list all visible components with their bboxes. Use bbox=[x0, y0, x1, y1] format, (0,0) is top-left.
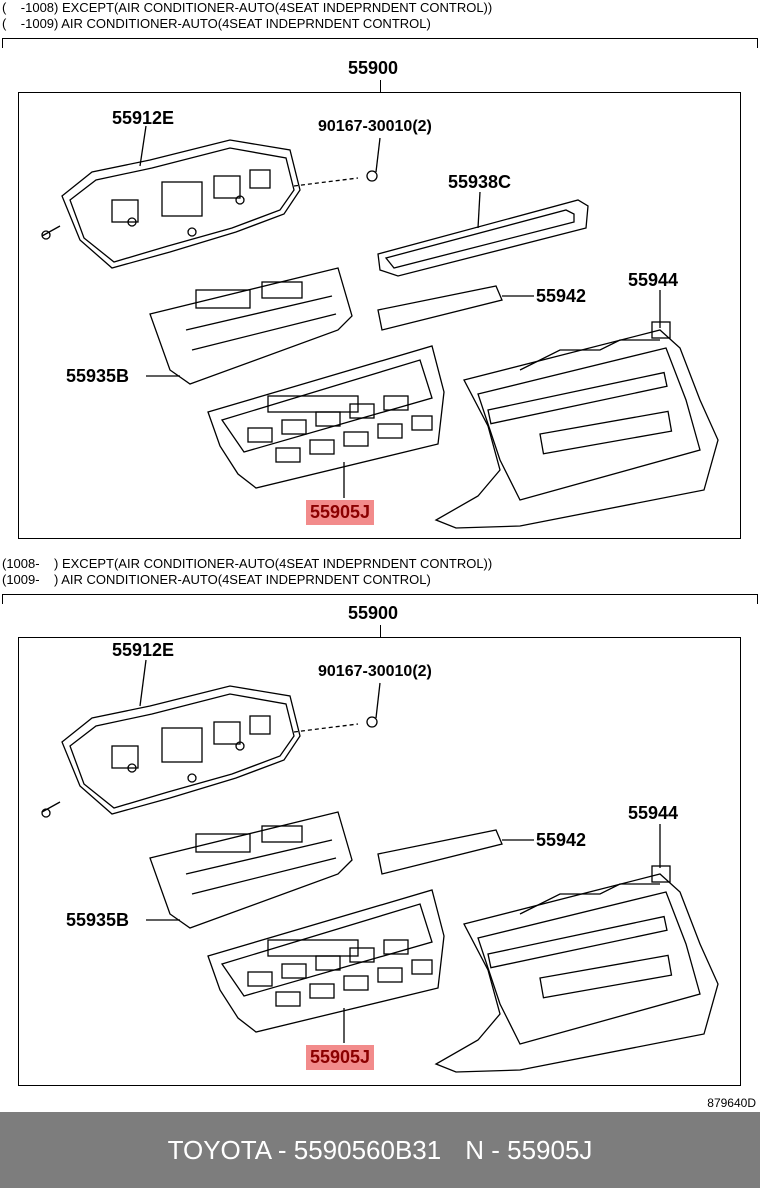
section2-strip-drawing bbox=[377, 829, 503, 875]
section2-label-bracket[interactable]: 55912E bbox=[112, 640, 175, 660]
section2-label-panel[interactable]: 55944 bbox=[628, 803, 679, 823]
section1-bracket-line bbox=[2, 38, 758, 39]
parts-drawing bbox=[41, 125, 719, 1073]
footer-ref: N - 55905J bbox=[465, 1134, 593, 1165]
section1-pcb-drawing bbox=[149, 267, 353, 385]
section1-bracket-drawing bbox=[41, 139, 359, 269]
section2-frame bbox=[18, 637, 741, 1086]
section1-strip-drawing bbox=[377, 285, 503, 331]
figure-code: 879640D bbox=[707, 1096, 756, 1110]
section2-bracket-drawing bbox=[41, 685, 359, 818]
footer-bar: TOYOTA - 5590560B31 N - 55905J bbox=[0, 1112, 760, 1188]
section2-label-pcb[interactable]: 55935B bbox=[66, 910, 130, 930]
section2-label-control-highlighted[interactable]: 55905J bbox=[306, 1045, 375, 1070]
section2-assembly-label[interactable]: 55900 bbox=[348, 603, 399, 623]
section2-label-screw[interactable]: 90167-30010(2) bbox=[318, 663, 432, 680]
section2-note-line1: (1008- ) EXCEPT(AIR CONDITIONER-AUTO(4SE… bbox=[2, 556, 493, 571]
section2-label-strip[interactable]: 55942 bbox=[536, 830, 587, 850]
section1-label-strip[interactable]: 55942 bbox=[536, 286, 587, 306]
section1-label-screw[interactable]: 90167-30010(2) bbox=[318, 118, 432, 135]
footer-brand-part: TOYOTA - 5590560B31 bbox=[167, 1134, 442, 1165]
section1-label-control-highlighted[interactable]: 55905J bbox=[306, 500, 375, 525]
section1-control-drawing bbox=[207, 345, 445, 489]
section1-note-line1: ( -1008) EXCEPT(AIR CONDITIONER-AUTO(4SE… bbox=[2, 0, 493, 15]
section2-pcb-drawing bbox=[149, 811, 353, 929]
section2-bracket-line bbox=[2, 594, 758, 595]
section1-panel-drawing bbox=[434, 321, 719, 529]
section1-note-line2: ( -1009) AIR CONDITIONER-AUTO(4SEAT INDE… bbox=[2, 16, 431, 31]
section1-label-panel[interactable]: 55944 bbox=[628, 270, 679, 290]
section1-frame bbox=[18, 92, 741, 539]
section1-label-plate[interactable]: 55938C bbox=[448, 172, 512, 192]
section1-assembly-label[interactable]: 55900 bbox=[348, 58, 399, 78]
section2-control-drawing bbox=[207, 889, 445, 1033]
section2-panel-drawing bbox=[434, 865, 719, 1073]
section1-label-pcb[interactable]: 55935B bbox=[66, 366, 130, 386]
section1-label-bracket[interactable]: 55912E bbox=[112, 108, 175, 128]
section1-plate-drawing bbox=[377, 199, 589, 277]
section1-screw-drawing bbox=[366, 170, 378, 182]
section2-screw-drawing bbox=[366, 716, 378, 728]
section2-note-line2: (1009- ) AIR CONDITIONER-AUTO(4SEAT INDE… bbox=[2, 572, 431, 587]
